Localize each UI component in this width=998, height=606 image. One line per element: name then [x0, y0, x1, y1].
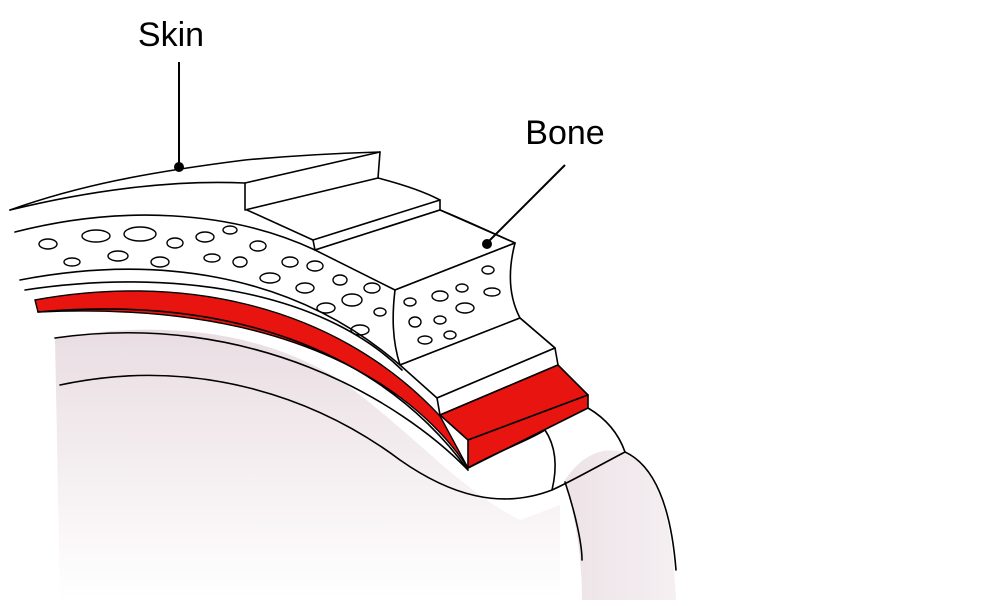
- skin-leader-dot: [174, 162, 184, 172]
- bone-label: Bone: [482, 114, 605, 249]
- bone-pores: [38, 225, 501, 345]
- bone-label-text: Bone: [525, 114, 604, 152]
- skin-label-text: Skin: [138, 16, 204, 54]
- skin-label: Skin: [138, 16, 204, 172]
- tube-structure: [565, 450, 676, 600]
- brain-tissue-region: [55, 329, 560, 600]
- bone-leader-dot: [482, 239, 492, 249]
- bone-leader-line: [486, 164, 566, 244]
- skin-block: [244, 151, 381, 211]
- skin-outer-surface: [9, 151, 381, 211]
